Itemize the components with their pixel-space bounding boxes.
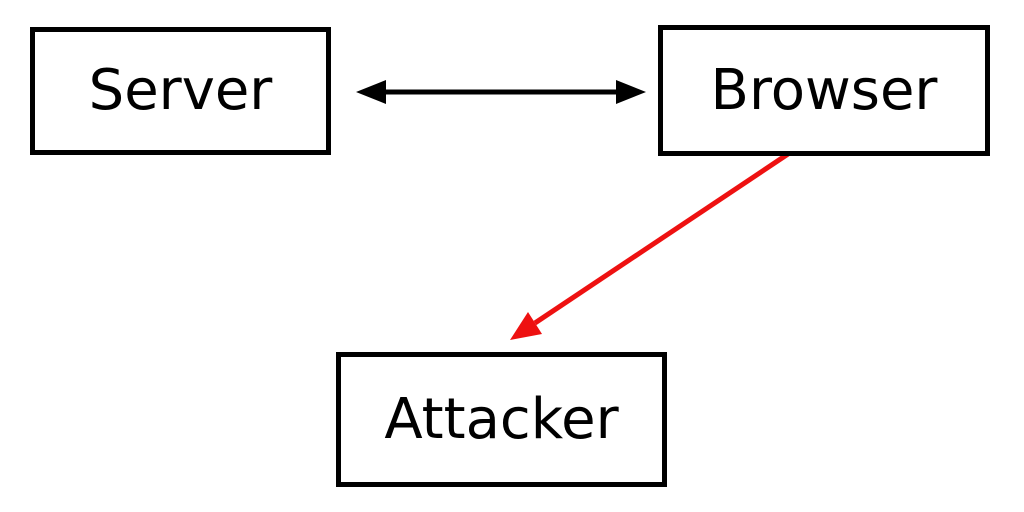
browser-label: Browser [710, 57, 938, 123]
server-node: Server [30, 27, 331, 155]
browser-attacker-arrow-line [533, 151, 790, 326]
browser-attacker-arrowhead-icon [510, 312, 542, 340]
server-label: Server [88, 58, 273, 123]
browser-node: Browser [658, 25, 990, 156]
server-browser-arrowhead-right-icon [616, 80, 646, 104]
attacker-label: Attacker [384, 386, 619, 452]
attacker-node: Attacker [336, 352, 667, 487]
server-browser-arrowhead-left-icon [356, 80, 386, 104]
